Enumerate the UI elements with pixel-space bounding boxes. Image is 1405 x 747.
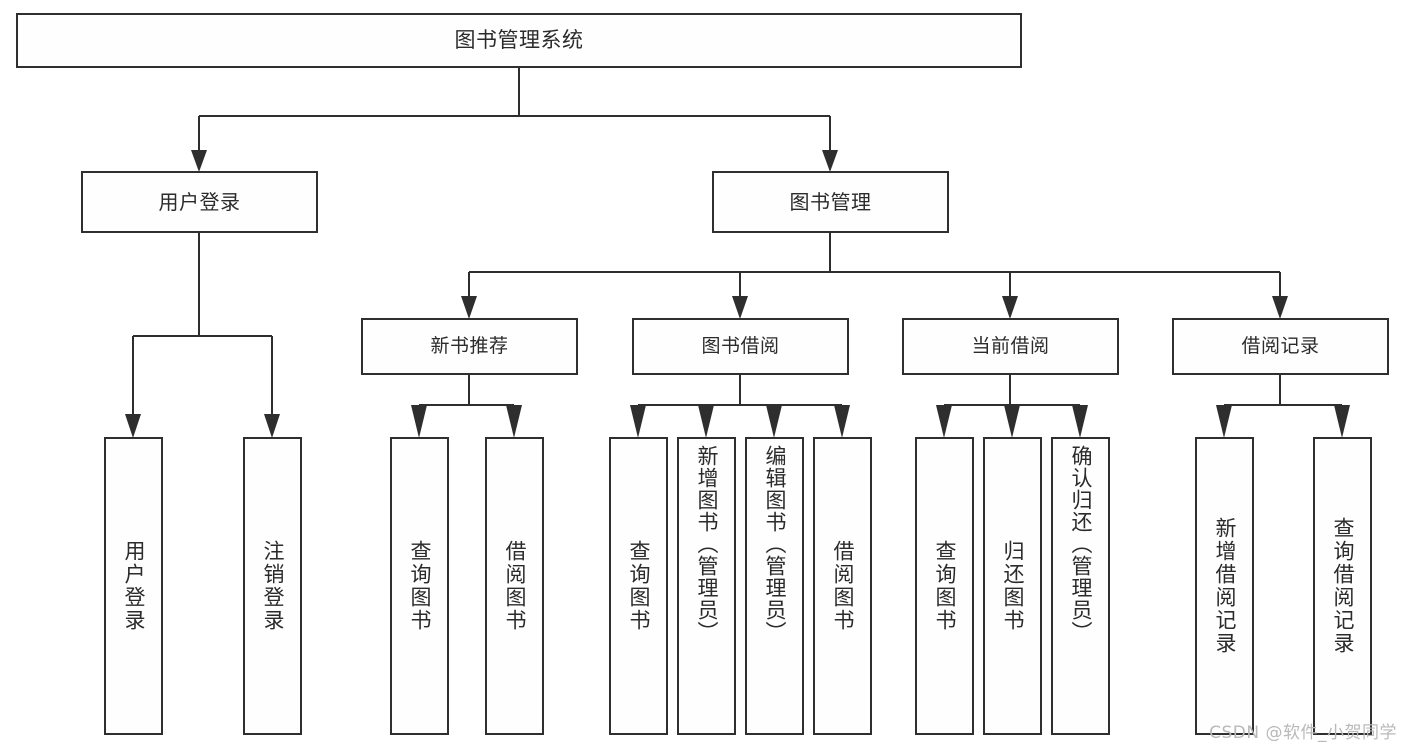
arrowhead-current-borrow bbox=[1002, 296, 1018, 319]
leaf-book-borrow-edit-admin[interactable]: 编辑图书（管理员） bbox=[745, 437, 804, 735]
leaf-user-login-signin[interactable]: 用户登录 bbox=[104, 437, 163, 735]
node-book-borrow[interactable]: 图书借阅 bbox=[632, 318, 849, 375]
leaf-book-borrow-borrow[interactable]: 借阅图书 bbox=[813, 437, 872, 735]
arrowhead-book-manage bbox=[822, 150, 838, 172]
leaf-borrow-record-query[interactable]: 查询借阅记录 bbox=[1313, 437, 1372, 735]
arrowhead-book-borrow-leaf1 bbox=[630, 405, 646, 438]
arrowhead-book-borrow bbox=[732, 296, 748, 319]
leaf-current-borrow-confirm-admin[interactable]: 确认归还（管理员） bbox=[1051, 437, 1110, 735]
leaf-user-login-signout[interactable]: 注销登录 bbox=[243, 437, 302, 735]
arrowhead-borrow-record bbox=[1272, 296, 1288, 319]
node-book-management[interactable]: 图书管理 bbox=[712, 171, 949, 233]
node-user-login[interactable]: 用户登录 bbox=[81, 171, 318, 233]
leaf-borrow-record-add[interactable]: 新增借阅记录 bbox=[1195, 437, 1254, 735]
arrowhead-book-borrow-leaf4 bbox=[834, 405, 850, 438]
arrowhead-book-borrow-leaf3 bbox=[766, 405, 782, 438]
leaf-new-book-query[interactable]: 查询图书 bbox=[390, 437, 449, 735]
node-current-borrow[interactable]: 当前借阅 bbox=[902, 318, 1119, 375]
arrowhead-new-book-leaf2 bbox=[506, 405, 522, 438]
arrowhead-current-borrow-leaf1 bbox=[936, 405, 952, 438]
arrowhead-user-login-leaf2 bbox=[264, 414, 280, 438]
arrowhead-borrow-record-leaf2 bbox=[1334, 405, 1350, 438]
leaf-book-borrow-query[interactable]: 查询图书 bbox=[609, 437, 668, 735]
arrowhead-user-login bbox=[191, 150, 207, 172]
node-new-book-recommend[interactable]: 新书推荐 bbox=[361, 318, 578, 375]
arrowhead-borrow-record-leaf1 bbox=[1216, 405, 1232, 438]
arrowhead-user-login-leaf1 bbox=[125, 414, 141, 438]
arrowhead-current-borrow-leaf2 bbox=[1004, 405, 1020, 438]
leaf-new-book-borrow[interactable]: 借阅图书 bbox=[485, 437, 544, 735]
leaf-current-borrow-query[interactable]: 查询图书 bbox=[915, 437, 974, 735]
arrowhead-book-borrow-leaf2 bbox=[698, 405, 714, 438]
node-borrow-record[interactable]: 借阅记录 bbox=[1172, 318, 1389, 375]
node-root-system[interactable]: 图书管理系统 bbox=[16, 13, 1022, 68]
watermark-label: CSDN @软件_小贺同学 bbox=[1209, 723, 1397, 743]
leaf-book-borrow-add-admin[interactable]: 新增图书（管理员） bbox=[677, 437, 736, 735]
arrowhead-new-book-leaf1 bbox=[411, 405, 427, 438]
arrowhead-current-borrow-leaf3 bbox=[1072, 405, 1088, 438]
leaf-current-borrow-return[interactable]: 归还图书 bbox=[983, 437, 1042, 735]
arrowhead-new-book bbox=[461, 296, 477, 319]
